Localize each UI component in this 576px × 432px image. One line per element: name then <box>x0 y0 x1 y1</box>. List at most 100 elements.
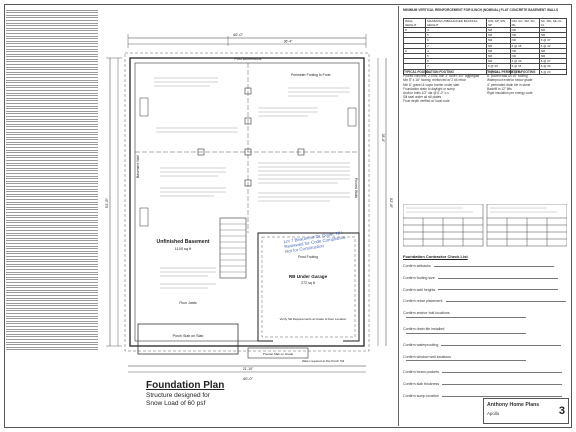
table-header: GM, GC, SM, SC, ML <box>509 18 540 28</box>
table-cell <box>402 68 427 75</box>
dim-bottom-inner: 21'-10" <box>243 367 254 371</box>
checklist-heading: Foundation Contractor Check List <box>403 254 468 259</box>
project-name: Apollo <box>487 411 500 416</box>
basement-area: 1100 sq ft <box>175 247 192 251</box>
checklist-item-label: Confirm drain tile installed <box>403 326 445 331</box>
page-number: 3 <box>558 405 565 417</box>
foundation-note-line: Min 6" gravel & vapor barrier under slab <box>403 82 460 87</box>
table-header: WALL HEIGHT <box>402 18 427 28</box>
dim-top-inner: 36'-4" <box>284 40 293 44</box>
title-block: Anthony Home Plans Apollo 3 <box>483 398 569 424</box>
reinforcement-table-title: MINIMUM VERTICAL REINFORCEMENT FOR 8-INC… <box>403 8 559 12</box>
checklist-item-label: Confirm waterproofing <box>403 342 439 347</box>
reinforcement-table: WALL HEIGHT MAXIMUM UNBALANCED BACKFILL … <box>402 18 568 75</box>
checklist-item: Confirm rebar placement <box>403 299 567 303</box>
dim-top-overall: 40'-0" <box>233 32 244 37</box>
checklist-item: Confirm slab thickness <box>403 382 567 386</box>
checklist-item-label: Confirm sump location <box>403 393 439 398</box>
floor-joists-label: Floor Joists <box>179 301 197 305</box>
table-header-row: WALL HEIGHT MAXIMUM UNBALANCED BACKFILL … <box>402 18 568 28</box>
post <box>244 87 252 95</box>
perimeter-notes: TYPICAL PERIMETER FOOTING 8" poured wall… <box>487 70 567 95</box>
stair-treads <box>220 223 246 273</box>
table-header: MAXIMUM UNBALANCED BACKFILL HEIGHT <box>425 18 488 28</box>
post <box>244 148 252 156</box>
garage-footing-label: Frost Footing <box>298 255 318 259</box>
checklist-item: Confirm wall heights <box>403 288 567 292</box>
checklist-item: Confirm window well locations <box>403 355 567 363</box>
window-well <box>139 207 149 227</box>
checklist-item: Confirm sump location <box>403 394 567 398</box>
perimeter-note-line: Rigid insulation per energy code <box>487 91 533 96</box>
basement-wall-label: Basement Wall <box>136 155 140 178</box>
post-dimensions-label: Post Dimensions <box>235 57 262 61</box>
porch-slab-label: Porch Slab on Slab <box>173 334 204 338</box>
checklist-item-label: Confirm window well locations <box>403 354 451 359</box>
checklist-item: Confirm anchor bolt locations <box>403 311 567 319</box>
window-well <box>139 97 149 117</box>
perimeter-note-line: 8" poured wall on 16" footing <box>487 74 528 79</box>
subtitle-line-1: Structure designed for <box>146 392 210 399</box>
checklist-item-label: Confirm rebar placement <box>403 299 443 304</box>
checklist-item: Confirm drain tile installed <box>403 327 567 335</box>
checklist-item-label: Confirm wall heights <box>403 287 436 292</box>
post <box>297 148 305 156</box>
post <box>244 179 252 187</box>
foundation-note-line: Anchor bolts 1/2" dia @ 6'-0" o.c. <box>403 91 450 96</box>
plan-callout-lines <box>154 77 350 289</box>
table-cell: 8 <box>425 68 488 75</box>
window-well <box>347 107 357 127</box>
foundation-plan-drawing: 40'-0" 36'-4" 40'-0" 21'-10" 52'-8" 52'-… <box>104 32 394 381</box>
footing-outline <box>124 52 370 352</box>
dim-right-inner: 28'-8" <box>381 134 385 143</box>
foundation-note-line: Min 8" x 16" footing, reinforced w/ 2 #4… <box>403 78 466 83</box>
post <box>197 148 205 156</box>
footing-schedule <box>403 204 567 247</box>
perimeter-note-line: Waterproof exterior below grade <box>487 78 533 83</box>
window-note: Water required at this Porch Sill <box>302 359 344 363</box>
dim-bottom-overall: 40'-0" <box>243 376 254 381</box>
garage-footing <box>261 236 356 338</box>
checklist-item-label: Confirm slab thickness <box>403 382 440 387</box>
plan-subtitle: Structure designed for Snow Load of 60 p… <box>146 392 210 407</box>
table-header: GW, GP, SW, SP <box>486 18 511 28</box>
foundation-note-line: Poured concrete, 2.5 ksi, min 3" cover; … <box>403 74 480 79</box>
sheet-border <box>4 4 572 428</box>
checklist-item-label: Confirm anchor bolt locations <box>403 311 450 316</box>
dim-right-overall: 52'-8" <box>389 198 394 209</box>
poured-walls-label: Poured Walls <box>354 178 358 198</box>
precast-step <box>247 347 309 359</box>
general-notes-left <box>6 8 98 424</box>
garage-label: RB Under Garage <box>289 274 328 279</box>
garage-area: 272 sq ft <box>301 281 315 285</box>
table-cell: 6 @ 29 <box>538 68 568 75</box>
inner-foundation-wall <box>134 62 360 342</box>
subtitle-line-2: Snow Load of 60 psf <box>146 399 206 407</box>
checklist-item-label: Confirm beam pockets <box>403 370 439 375</box>
foundation-note-line: Foundation drain to daylight or sump <box>403 86 455 91</box>
foundation-notes-heading: TYPICAL FOUNDATION FOOTING <box>403 70 454 74</box>
porch-slab <box>137 323 239 355</box>
perimeter-note-line: Backfill in 12" lifts <box>487 86 512 91</box>
checklist-item: Confirm setbacks <box>403 264 567 268</box>
foundation-note-line: Sill seal under all sill plates <box>403 95 442 100</box>
perimeter-footing-label: Perimeter Footing to Frost <box>291 73 330 77</box>
perimeter-notes-heading: TYPICAL PERIMETER FOOTING <box>487 70 536 74</box>
dim-left-overall: 52'-8" <box>104 197 109 208</box>
foundation-notes: TYPICAL FOUNDATION FOOTING Poured concre… <box>403 70 483 104</box>
foundation-note-line: Frost depth verified w/ local code <box>403 99 450 104</box>
table-header: SC, MH, ML-CL, CL <box>538 18 568 28</box>
precast-step-label: Precast Slab on Grade <box>263 352 294 356</box>
company-name: Anthony Home Plans <box>487 402 540 408</box>
post <box>244 117 252 125</box>
checklist-item: Confirm beam pockets <box>403 370 567 374</box>
unfinished-basement-label: Unfinished Basement <box>156 239 209 245</box>
checklist-item: Confirm footing size <box>403 276 567 280</box>
plan-title: Foundation Plan <box>146 380 225 391</box>
checklist-item-label: Confirm setbacks <box>403 264 431 268</box>
outer-foundation-wall <box>129 57 365 347</box>
checklist-item-label: Confirm footing size <box>403 275 435 280</box>
grade-note: Verify Sill Requirements at Grade & Door… <box>280 317 347 321</box>
right-panel: MINIMUM VERTICAL REINFORCEMENT FOR 8-INC… <box>398 6 571 426</box>
